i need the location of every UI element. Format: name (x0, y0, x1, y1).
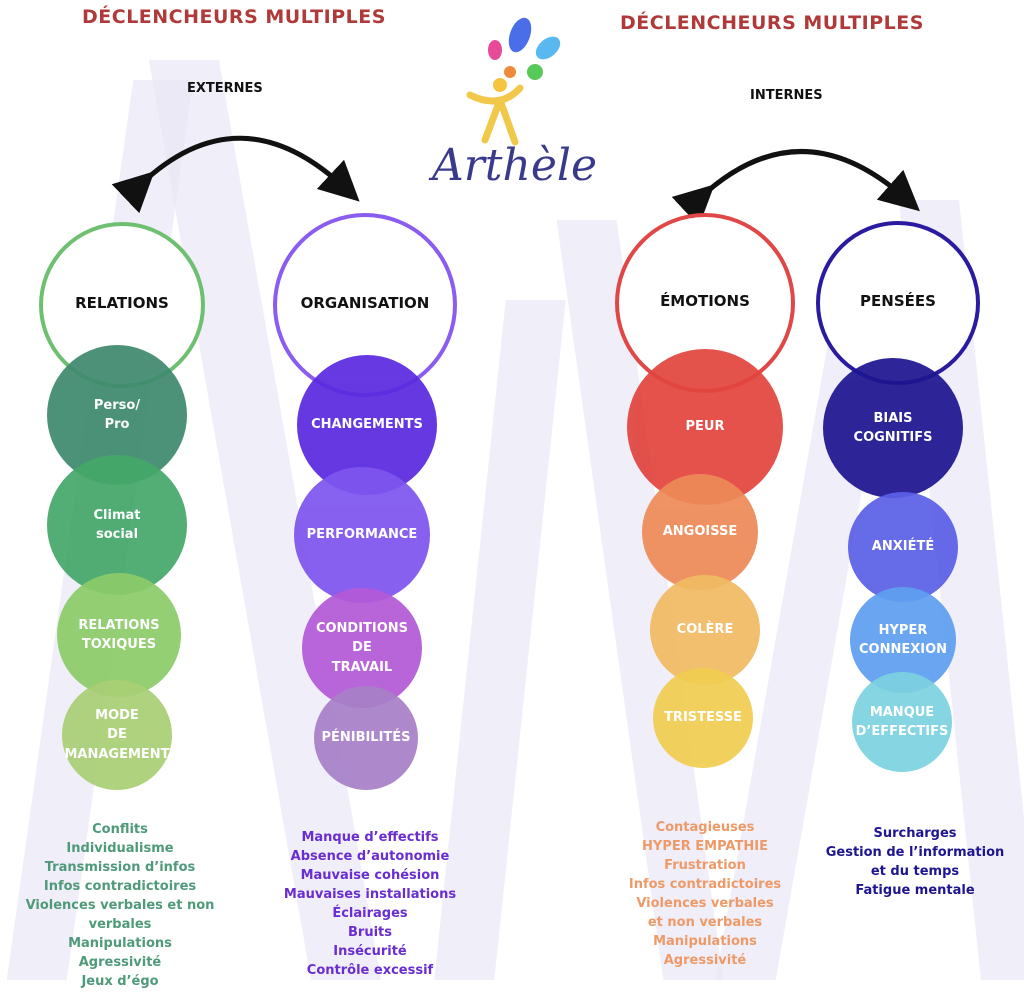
trigger-label: RELATIONS TOXIQUES (78, 617, 160, 653)
detail-item: Éclairages (332, 906, 408, 921)
detail-item: Manipulations (653, 934, 757, 949)
detail-item: Infos contradictoires (628, 877, 782, 892)
detail-item: Individualisme (66, 841, 174, 856)
trigger-bubble: TRISTESSE (653, 668, 753, 768)
category-ring-3: PENSÉES (816, 221, 980, 385)
arrows (111, 17, 920, 227)
detail-item: Frustration (664, 858, 746, 873)
detail-item: Mauvaise cohésion (300, 868, 440, 883)
detail-item: Conflits (92, 822, 148, 837)
detail-item: Insécurité (333, 944, 407, 959)
detail-item: Violences verbales (636, 896, 774, 911)
detail-item: Absence d’autonomie (290, 849, 450, 864)
trigger-label: CHANGEMENTS (311, 417, 423, 433)
detail-item: Manque d’effectifs (301, 830, 439, 845)
title-left: DÉCLENCHEURS MULTIPLES (82, 6, 386, 28)
detail-item: Manipulations (68, 936, 172, 951)
detail-item: et du temps (870, 864, 960, 879)
trigger-bubble: RELATIONS TOXIQUES (57, 573, 181, 697)
trigger-bubble: PERFORMANCE (294, 467, 430, 603)
detail-item: Violences verbales et non (25, 898, 215, 913)
logo-text: Arthèle (432, 140, 597, 191)
trigger-label: CONDITIONS DE TRAVAIL (315, 620, 409, 675)
trigger-label: BIAIS COGNITIFS (853, 410, 933, 446)
detail-item: Surcharges (873, 826, 957, 841)
label-internes: INTERNES (750, 88, 823, 103)
trigger-bubble: ANXIÉTÉ (848, 492, 958, 602)
double-arrow-internes (671, 149, 920, 227)
detail-item: Agressivité (78, 955, 162, 970)
trigger-label: HYPER CONNEXION (858, 622, 948, 658)
trigger-label: ANXIÉTÉ (871, 539, 935, 555)
trigger-label: PEUR (685, 419, 725, 435)
detail-item: Infos contradictoires (43, 879, 197, 894)
detail-item: et non verbales (647, 915, 763, 930)
category-heading: ÉMOTIONS (660, 291, 750, 310)
detail-item: Mauvaises installations (283, 887, 457, 902)
detail-item: Contrôle excessif (306, 963, 434, 978)
trigger-label: COLÈRE (676, 622, 734, 638)
trigger-label: TRISTESSE (664, 710, 742, 726)
title-right: DÉCLENCHEURS MULTIPLES (620, 12, 924, 34)
trigger-label: Climat social (93, 507, 141, 543)
trigger-label: ANGOISSE (662, 524, 738, 540)
detail-item: Gestion de l’information (825, 845, 1005, 860)
double-arrow-externes (111, 135, 360, 214)
category-heading: ORGANISATION (300, 293, 430, 312)
detail-item: verbales (88, 917, 152, 932)
detail-item: Agressivité (663, 953, 747, 968)
trigger-label: PÉNIBILITÉS (321, 730, 411, 746)
detail-item: Fatigue mentale (855, 883, 975, 898)
trigger-bubble: Climat social (47, 455, 187, 595)
trigger-bubble: BIAIS COGNITIFS (823, 358, 963, 498)
trigger-bubble: COLÈRE (650, 575, 760, 685)
trigger-bubble: MANQUE D’EFFECTIFS (852, 672, 952, 772)
detail-item: Transmission d’infos (44, 860, 196, 875)
trigger-label: MANQUE D’EFFECTIFS (855, 704, 949, 740)
trigger-bubble: MODE DE MANAGEMENT (62, 680, 172, 790)
detail-item: HYPER EMPATHIE (642, 839, 768, 854)
trigger-bubble: ANGOISSE (642, 474, 758, 590)
label-externes: EXTERNES (187, 81, 263, 96)
detail-item: Jeux d’égo (81, 974, 159, 989)
trigger-label: PERFORMANCE (306, 527, 418, 543)
detail-item: Contagieuses (655, 820, 755, 835)
trigger-label: MODE DE MANAGEMENT (64, 707, 170, 762)
category-heading: PENSÉES (860, 291, 936, 310)
trigger-label: Perso/ Pro (93, 397, 141, 433)
detail-item: Bruits (348, 925, 392, 940)
category-heading: RELATIONS (75, 293, 169, 312)
trigger-bubble: PÉNIBILITÉS (314, 686, 418, 790)
logo-icon (466, 17, 561, 146)
